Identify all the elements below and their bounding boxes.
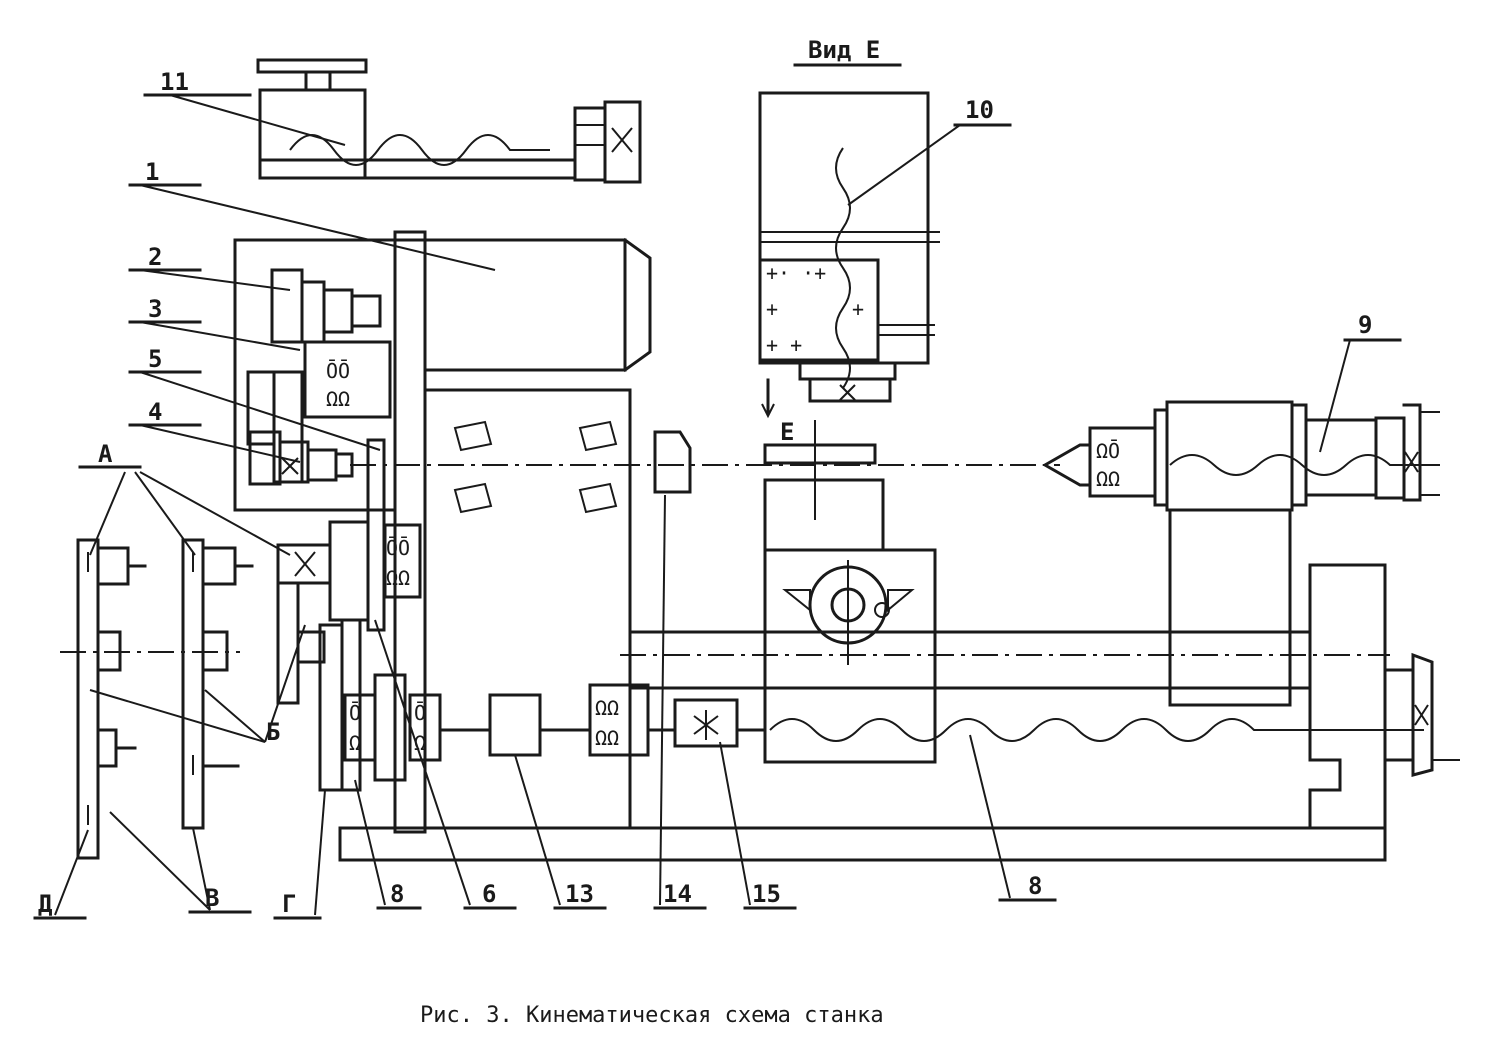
figure-caption: Рис. 3. Кинематическая схема станка: [420, 1003, 884, 1028]
callout-2: 2: [148, 243, 162, 271]
callout-5: 5: [148, 345, 162, 373]
callout-10: 10: [965, 96, 994, 124]
callout-8: 8: [1028, 872, 1042, 900]
callout-6: 6: [482, 880, 496, 908]
callout-v: В: [205, 884, 219, 912]
callout-14: 14: [663, 880, 692, 908]
callout-9: 9: [1358, 311, 1372, 339]
callout-15: 15: [752, 880, 781, 908]
svg-text:Ō: Ō: [414, 701, 426, 725]
carriage: [763, 420, 1424, 902]
bed: [338, 388, 1390, 862]
callout-d: Д: [38, 890, 52, 918]
svg-text:Ō: Ō: [349, 701, 361, 725]
svg-text:ΩΩ: ΩΩ: [595, 696, 619, 720]
callout-b: Б: [266, 718, 280, 746]
assembly-11: [143, 58, 642, 184]
view-e: +· ·+ + + + +: [758, 63, 1012, 419]
svg-text:ΩΩ: ΩΩ: [1096, 467, 1120, 491]
view-e-arrow-label: Е: [780, 418, 794, 446]
callout-4: 4: [148, 398, 162, 426]
callout-a: А: [98, 440, 113, 468]
lead-screw-handwheel: [1383, 652, 1460, 777]
svg-text:ΩŌ: ΩŌ: [1096, 439, 1120, 463]
callout-g: Г: [282, 890, 296, 918]
svg-text:+: +: [766, 297, 778, 321]
chuck-14: [653, 430, 692, 494]
svg-text:ŌŌ: ŌŌ: [326, 359, 350, 383]
feed-train: ŌŌ ΩΩ Ō Ω Ō Ω ΩΩ ΩΩ: [343, 494, 797, 910]
callout-13: 13: [565, 880, 594, 908]
svg-text:+ +: + +: [766, 333, 802, 357]
headstock: ŌŌ ΩΩ: [128, 183, 652, 834]
callout-1: 1: [145, 158, 159, 186]
svg-text:ΩΩ: ΩΩ: [595, 726, 619, 750]
change-gears: [33, 465, 370, 920]
svg-text:Ω: Ω: [349, 731, 361, 755]
svg-text:ΩΩ: ΩΩ: [386, 566, 410, 590]
callout-3: 3: [148, 295, 162, 323]
callout-8-small: 8: [390, 880, 404, 908]
view-e-title: Вид Е: [808, 36, 880, 64]
svg-text:+· ·+: +· ·+: [766, 261, 826, 285]
callout-11: 11: [160, 68, 189, 96]
svg-text:ŌŌ: ŌŌ: [386, 536, 410, 560]
tailstock-9: ΩŌ ΩΩ: [1041, 338, 1440, 707]
svg-text:+: +: [852, 297, 864, 321]
svg-text:ΩΩ: ΩΩ: [326, 387, 350, 411]
